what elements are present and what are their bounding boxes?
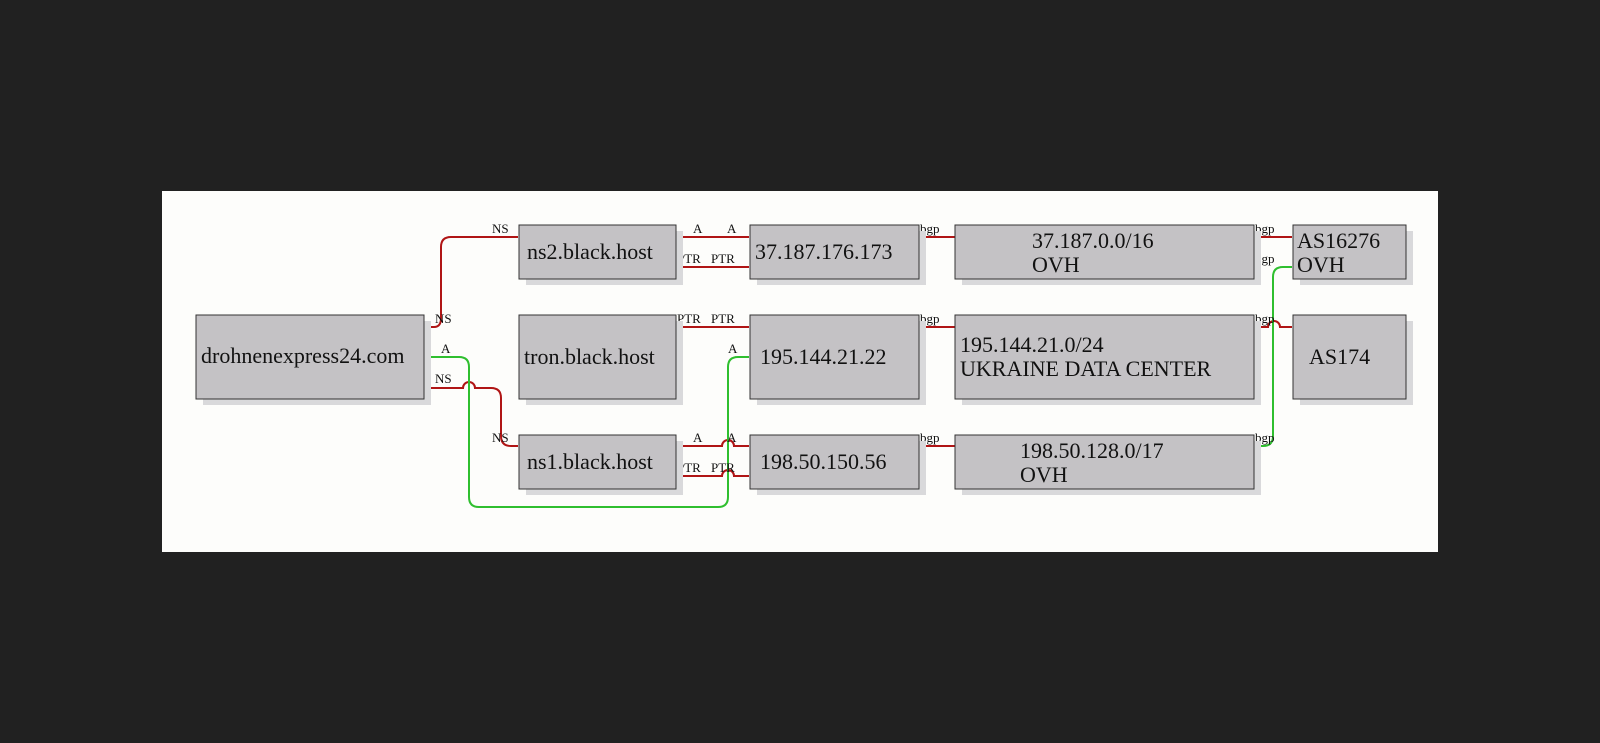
label-ns-domain-top: NS	[435, 311, 452, 326]
label-ns-ns2: NS	[492, 221, 509, 236]
node-net3-line2: OVH	[1020, 462, 1068, 487]
edge-domain-ns2	[425, 236, 518, 328]
node-as1-line2: OVH	[1297, 252, 1345, 277]
node-net1[interactable]: 37.187.0.0/16 OVH	[954, 224, 1261, 285]
node-tron-label: tron.black.host	[524, 344, 655, 369]
label-ptr-ns2-left: PTR	[677, 251, 701, 266]
label-ptr-ns2-right: PTR	[711, 251, 735, 266]
node-ip2-label: 195.144.21.22	[760, 344, 887, 369]
label-a-ns2-right: A	[727, 221, 737, 236]
label-ptr-ns1-left: PTR	[677, 460, 701, 475]
node-ns2[interactable]: ns2.black.host	[518, 224, 683, 285]
node-domain-label: drohnenexpress24.com	[201, 343, 404, 368]
label-a-ns2-left: A	[693, 221, 703, 236]
edge-domain-ns1	[425, 381, 518, 447]
node-ns2-label: ns2.black.host	[527, 239, 653, 264]
edge-net3-as1-bgp	[1253, 266, 1292, 447]
node-net3[interactable]: 198.50.128.0/17 OVH	[954, 434, 1261, 495]
node-ip1-label: 37.187.176.173	[755, 239, 893, 264]
node-domain[interactable]: drohnenexpress24.com	[195, 314, 431, 405]
label-a-domain: A	[441, 341, 451, 356]
label-ptr-tron-left: PTR	[677, 311, 701, 326]
label-ns-ns1: NS	[492, 430, 509, 445]
node-ip3-label: 198.50.150.56	[760, 449, 887, 474]
node-ip2[interactable]: 195.144.21.22	[749, 314, 926, 405]
node-net2[interactable]: 195.144.21.0/24 UKRAINE DATA CENTER	[954, 314, 1261, 405]
node-ns1-label: ns1.black.host	[527, 449, 653, 474]
node-net3-line1: 198.50.128.0/17	[1020, 438, 1164, 463]
node-ip1[interactable]: 37.187.176.173	[749, 224, 926, 285]
node-as2-label: AS174	[1309, 344, 1370, 369]
label-a-ns1-left: A	[693, 430, 703, 445]
green-edges	[425, 266, 1292, 508]
label-a-ip2: A	[728, 341, 738, 356]
node-as1[interactable]: AS16276 OVH	[1292, 224, 1413, 285]
node-ip3[interactable]: 198.50.150.56	[749, 434, 926, 495]
label-ptr-ns1-right: PTR	[711, 460, 735, 475]
label-ns-domain-bottom: NS	[435, 371, 452, 386]
node-net1-line2: OVH	[1032, 252, 1080, 277]
node-as1-line1: AS16276	[1297, 228, 1380, 253]
node-net2-line2: UKRAINE DATA CENTER	[960, 356, 1212, 381]
node-net2-line1: 195.144.21.0/24	[960, 332, 1104, 357]
node-tron[interactable]: tron.black.host	[518, 314, 683, 405]
label-a-ns1-right: A	[727, 430, 737, 445]
node-as2[interactable]: AS174	[1292, 314, 1413, 405]
node-ns1[interactable]: ns1.black.host	[518, 434, 683, 495]
node-net1-line1: 37.187.0.0/16	[1032, 228, 1154, 253]
label-ptr-tron-right: PTR	[711, 311, 735, 326]
edge-domain-ip2-a	[425, 356, 749, 508]
